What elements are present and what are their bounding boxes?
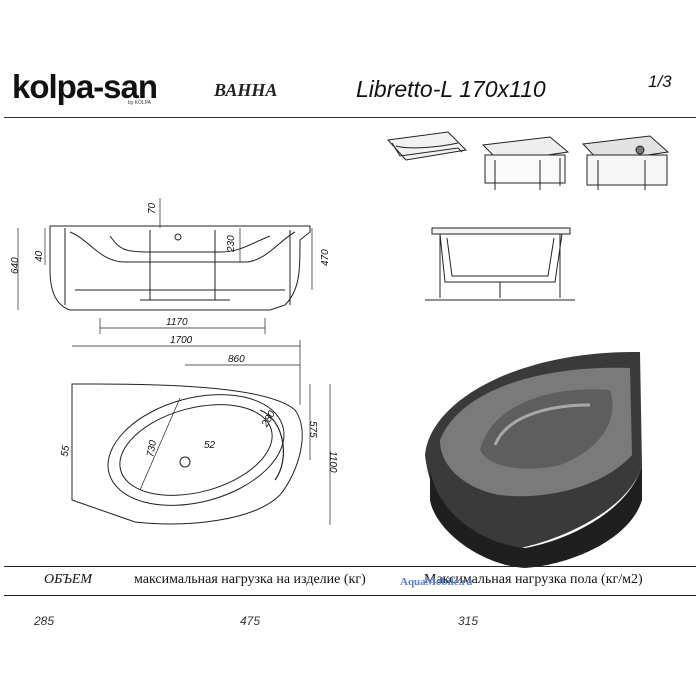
- dim-top-partial: 860: [228, 354, 245, 365]
- spec-value-max-load: 475: [240, 614, 261, 628]
- brand-logo: kolpa-san: [12, 68, 158, 105]
- dim-rim: 40: [34, 250, 45, 262]
- dim-small: 55: [59, 444, 72, 457]
- install-pictogram-3: [581, 135, 670, 190]
- top-plan-view: [71, 340, 331, 525]
- dim-width: 1100: [327, 451, 338, 473]
- dim-leg-height: 470: [320, 249, 331, 266]
- spec-header-row: ОБЪЕМ максимальная нагрузка на изделие (…: [4, 566, 696, 596]
- product-type: ВАННА: [214, 80, 278, 100]
- dim-half-width: 575: [307, 421, 318, 438]
- spec-header-max-load: максимальная нагрузка на изделие (кг): [134, 572, 366, 587]
- spec-value-floor-load: 315: [458, 614, 479, 628]
- dim-side-length: 1170: [166, 317, 188, 328]
- spec-header-volume: ОБЪЕМ: [44, 572, 93, 587]
- spec-value-volume: 285: [34, 614, 55, 628]
- dim-inner-depth: 230: [226, 235, 237, 253]
- install-pictogram-1: [386, 131, 468, 161]
- model-title: Libretto-L 170x110: [356, 76, 546, 102]
- dim-top-length: 1700: [170, 335, 193, 346]
- spec-header-floor-load: Максимальная нагрузка пола (кг/м2): [424, 572, 643, 587]
- dim-drain-depth: 70: [147, 202, 158, 214]
- install-pictogram-2: [481, 136, 570, 190]
- dim-drain-offset: 52: [204, 440, 216, 451]
- dim-corner: 280: [260, 409, 279, 430]
- header-divider: [4, 117, 696, 118]
- bathtub-render: [425, 351, 642, 568]
- watermark: AquaMobile.ru: [400, 576, 473, 588]
- dim-inner-length: 730: [145, 439, 159, 458]
- side-elevation: [17, 198, 313, 334]
- brand-subtitle: by KOLPA: [128, 100, 151, 106]
- page-number: 1/3: [648, 72, 672, 91]
- dim-height-total: 640: [10, 257, 21, 274]
- front-elevation: [425, 227, 575, 301]
